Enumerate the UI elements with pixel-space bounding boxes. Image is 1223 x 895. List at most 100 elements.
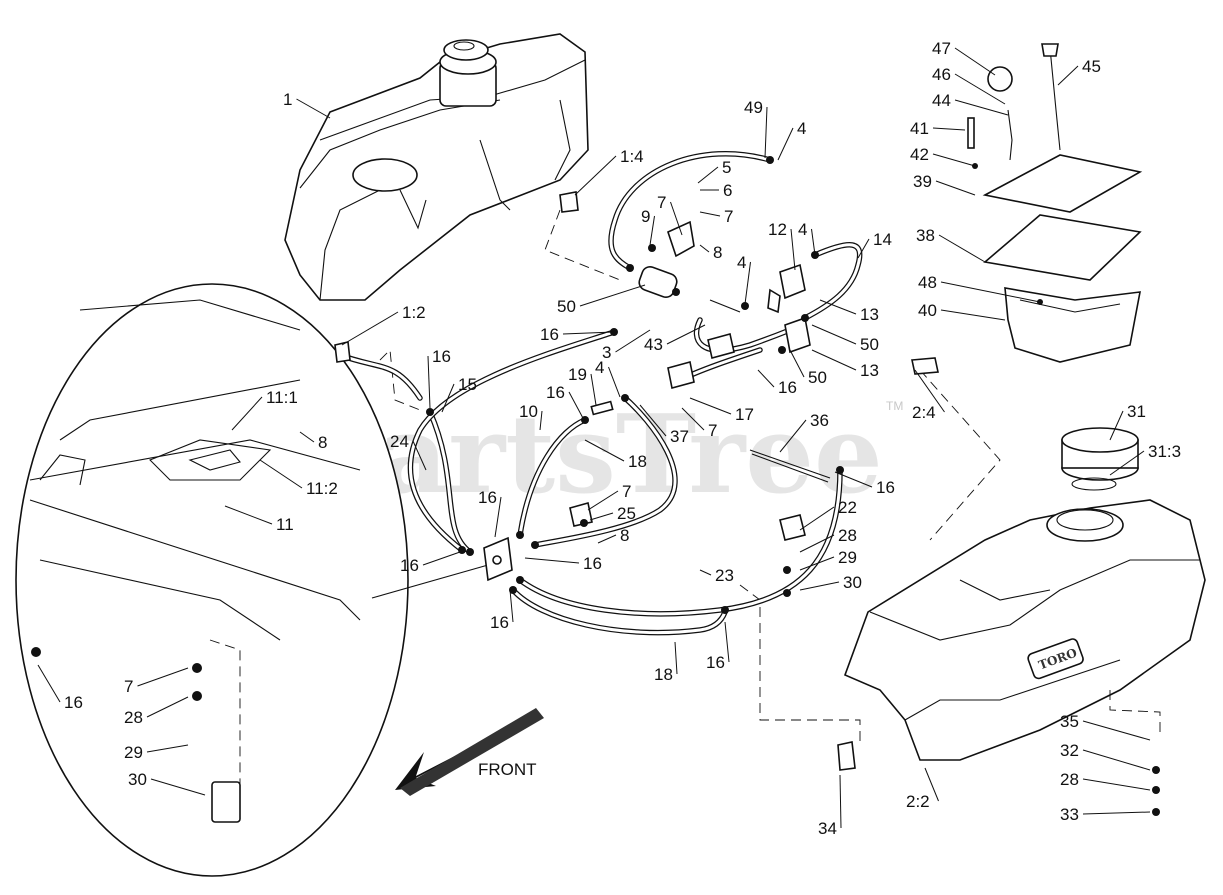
callout-23: 40 <box>918 301 937 320</box>
callout-44: 19 <box>568 365 587 384</box>
callout-leader-47 <box>584 439 625 462</box>
callout-leader-71 <box>146 696 189 718</box>
callout-12: 4 <box>798 220 807 239</box>
callout-18: 41 <box>910 119 929 138</box>
callout-leader-36 <box>441 383 455 413</box>
callout-40: 11:2 <box>306 479 338 498</box>
callout-leader-59 <box>799 506 835 531</box>
callout-leader-22 <box>940 281 1041 303</box>
front-label: FRONT <box>478 760 537 779</box>
callout-leader-51 <box>914 369 945 413</box>
callout-leader-9 <box>670 201 683 236</box>
fuel-fittings <box>334 191 939 771</box>
callout-leader-46 <box>639 404 667 437</box>
callout-leader-42 <box>539 410 543 431</box>
callout-49: 7 <box>708 421 717 440</box>
callout-68: 18 <box>654 665 673 684</box>
callout-leader-64 <box>524 557 580 564</box>
watermark-trademark: TM <box>886 399 903 413</box>
callout-leader-55 <box>494 496 502 538</box>
callout-leader-13 <box>857 238 870 259</box>
fuel-tank-left <box>284 33 589 301</box>
detail-inset <box>15 283 409 877</box>
callout-3: 49 <box>744 98 763 117</box>
callout-25: 50 <box>557 297 576 316</box>
callout-77: 33 <box>1060 805 1079 824</box>
callout-76: 28 <box>1060 770 1079 789</box>
callout-leader-70 <box>137 667 189 687</box>
callout-6: 6 <box>723 181 732 200</box>
callout-leader-28 <box>666 324 706 345</box>
callout-35: 16 <box>432 347 451 366</box>
callout-leader-8 <box>649 215 655 246</box>
callout-leader-50 <box>779 419 807 453</box>
callout-36: 15 <box>458 375 477 394</box>
callout-29: 4 <box>737 253 746 272</box>
callout-45: 4 <box>595 358 604 377</box>
callout-31: 50 <box>860 335 879 354</box>
callout-71: 28 <box>124 708 143 727</box>
callout-2: 1:4 <box>620 147 644 166</box>
callout-21: 38 <box>916 226 935 245</box>
callout-leader-27 <box>615 329 651 353</box>
callout-73: 30 <box>128 770 147 789</box>
callout-66: 16 <box>490 613 509 632</box>
callout-64: 16 <box>583 554 602 573</box>
callout-62: 30 <box>843 573 862 592</box>
callout-leader-37 <box>231 396 263 431</box>
callout-leader-20 <box>935 180 976 196</box>
callout-75: 32 <box>1060 741 1079 760</box>
callout-leaders <box>37 47 1151 829</box>
callout-leader-66 <box>509 589 514 623</box>
callout-43: 16 <box>546 383 565 402</box>
callout-39: 24 <box>390 432 409 451</box>
callout-leader-19 <box>932 153 976 167</box>
callout-leader-10 <box>699 244 710 253</box>
callout-leader-11 <box>790 228 796 271</box>
callout-leader-58 <box>597 534 617 544</box>
callout-28: 43 <box>644 335 663 354</box>
hose-clamps <box>31 156 1160 816</box>
callout-38: 8 <box>318 433 327 452</box>
fuel-hoses <box>337 151 863 636</box>
callout-47: 18 <box>628 452 647 471</box>
callout-leader-74 <box>1082 720 1151 741</box>
callout-55: 16 <box>478 488 497 507</box>
callout-leader-25 <box>579 284 646 307</box>
fuel-cap-31 <box>1061 427 1139 491</box>
callout-leader-12 <box>811 228 816 256</box>
callout-leader-2 <box>574 155 617 196</box>
gauge-bracket-assembly <box>967 43 1143 363</box>
callout-41: 11 <box>276 515 294 534</box>
callout-20: 39 <box>913 172 932 191</box>
callout-46: 37 <box>670 427 689 446</box>
callout-61: 29 <box>838 548 857 567</box>
callout-69: 16 <box>64 693 83 712</box>
callout-59: 22 <box>838 498 857 517</box>
callout-leader-52 <box>1109 410 1124 441</box>
callout-leader-45 <box>608 366 621 398</box>
fuel-tank-right: TORO <box>843 499 1206 761</box>
callout-leader-15 <box>954 73 1006 105</box>
callout-leader-76 <box>1082 778 1151 791</box>
callout-78: 34 <box>818 819 837 838</box>
callout-22: 48 <box>918 273 937 292</box>
callout-10: 8 <box>713 243 722 262</box>
callout-leader-48 <box>689 397 732 415</box>
callout-53: 31:3 <box>1148 442 1181 461</box>
callout-9: 7 <box>657 193 666 212</box>
callout-leader-62 <box>799 581 840 591</box>
callout-11: 12 <box>768 220 787 239</box>
callout-14: 47 <box>932 39 951 58</box>
callout-1: 1 <box>283 90 292 109</box>
callout-leader-69 <box>37 664 61 703</box>
callout-leader-44 <box>590 373 597 406</box>
callout-24: 1:2 <box>402 303 426 322</box>
callout-72: 29 <box>124 743 143 762</box>
callout-15: 46 <box>932 65 951 84</box>
callout-leader-39 <box>412 440 427 471</box>
callout-4: 4 <box>797 119 806 138</box>
callout-leader-78 <box>839 774 842 829</box>
callout-leader-32 <box>811 349 857 371</box>
